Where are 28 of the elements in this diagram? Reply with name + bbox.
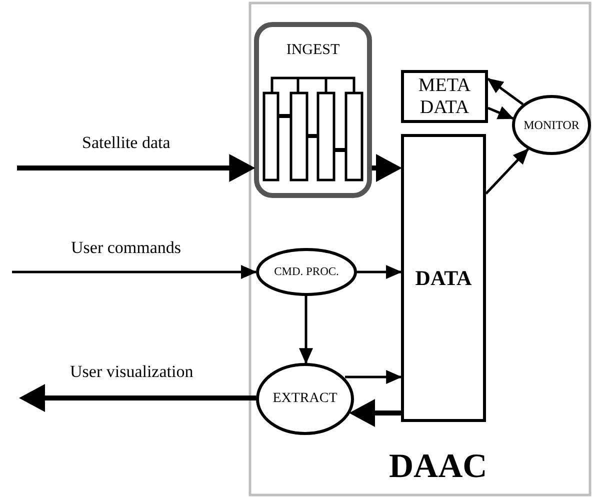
arrow <box>19 384 256 412</box>
edge-label: User commands <box>71 238 182 258</box>
system-boundary <box>249 2 591 496</box>
node-label: META DATA <box>417 74 472 118</box>
node-label: MONITOR <box>524 118 580 132</box>
monitor-ellipse <box>512 95 591 155</box>
node-label: INGEST <box>286 42 340 59</box>
arrow <box>17 154 256 182</box>
arrow <box>349 399 402 427</box>
node-label: CMD. PROC. <box>274 266 339 278</box>
data-store-box <box>401 134 486 422</box>
node-label: EXTRACT <box>272 391 338 407</box>
extract-ellipse <box>256 363 354 435</box>
edge-label: User visualization <box>70 362 194 382</box>
arrow <box>487 78 524 106</box>
arrow <box>299 296 313 364</box>
metadata-box <box>401 70 488 123</box>
node-label: DATA <box>415 266 472 290</box>
arrow <box>485 148 529 194</box>
ingest-module <box>254 22 372 198</box>
arrow <box>345 370 402 384</box>
arrow <box>372 154 402 182</box>
command-processor-ellipse <box>256 248 357 296</box>
edge-label: Satellite data <box>82 133 170 153</box>
node-label: DAAC <box>389 448 488 486</box>
arrow <box>12 265 257 279</box>
arrow <box>488 106 514 120</box>
arrow <box>356 265 402 279</box>
